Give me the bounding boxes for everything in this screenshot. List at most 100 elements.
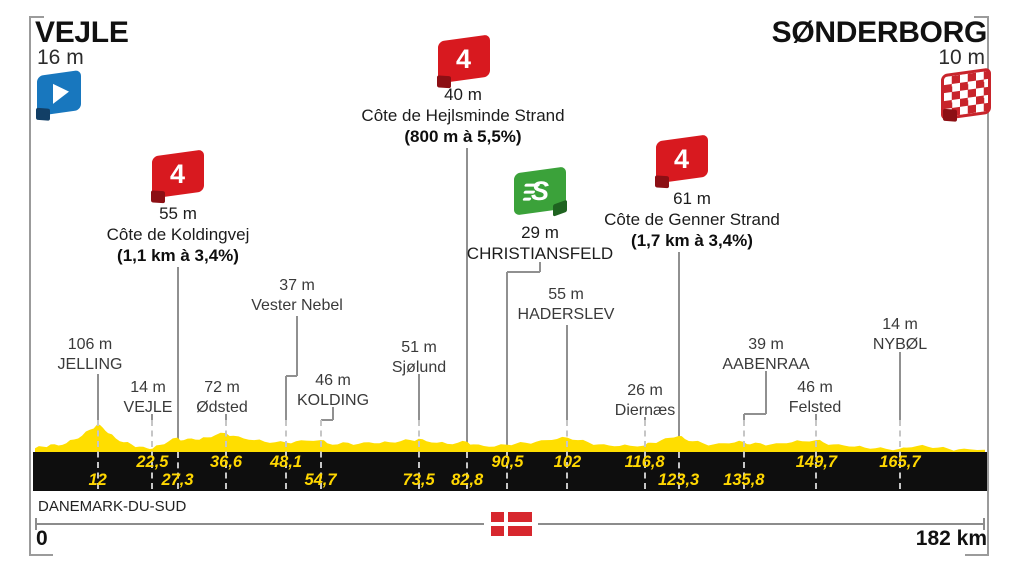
- left-axis-top-tick: [29, 16, 44, 18]
- right-axis-line: [987, 16, 989, 556]
- waypoint-tick-dashed: [151, 420, 154, 489]
- waypoint-tick-dashed: [417, 420, 420, 489]
- waypoint-tick-dashed: [898, 420, 901, 489]
- climb-detail: (1,1 km à 3,4%): [117, 246, 239, 265]
- waypoint-tick-dashed: [643, 420, 646, 489]
- waypoint-connector: [176, 267, 179, 452]
- route-end-tick: [983, 518, 985, 530]
- waypoint-name: KOLDING: [296, 392, 370, 409]
- waypoint-altitude: 72 m: [204, 379, 240, 396]
- waypoint-tick-dashed: [176, 452, 179, 489]
- climb-label: 61 m Côte de Genner Strand (1,7 km à 3,4%): [604, 188, 780, 251]
- waypoint-altitude: 55 m: [548, 286, 584, 303]
- waypoint-altitude: 40 m: [444, 85, 482, 104]
- waypoint-connector-bend: [743, 413, 766, 415]
- waypoint-connector: [566, 325, 569, 420]
- waypoint-connector-bend: [286, 375, 297, 377]
- waypoint-connector: [742, 414, 745, 420]
- waypoint-label: 39 m AABENRAA: [722, 335, 809, 375]
- waypoint-name: Ødsted: [196, 399, 248, 416]
- waypoint-tick-dashed: [566, 420, 569, 489]
- waypoint-tick-dashed: [225, 420, 228, 489]
- waypoint-connector: [898, 352, 901, 420]
- right-axis-top-tick: [974, 16, 989, 18]
- waypoint-altitude: 106 m: [67, 336, 113, 353]
- waypoint-name: VEJLE: [123, 399, 173, 416]
- waypoint-tick-dashed: [466, 452, 469, 489]
- waypoint-name: Diernæs: [614, 402, 676, 419]
- waypoint-label: 14 m NYBØL: [873, 315, 927, 355]
- waypoint-altitude: 26 m: [627, 382, 663, 399]
- waypoint-connector: [539, 262, 541, 272]
- waypoint-tick-dashed: [285, 420, 288, 489]
- waypoint-name: Côte de Genner Strand: [604, 210, 780, 229]
- route-total-km: 182 km: [915, 527, 987, 550]
- waypoint-altitude: 14 m: [130, 379, 166, 396]
- waypoint-tick-dashed: [96, 420, 99, 489]
- waypoint-name: Felsted: [788, 399, 842, 416]
- waypoint-altitude: 29 m: [521, 223, 559, 242]
- waypoint-altitude: 37 m: [279, 277, 315, 294]
- waypoint-label: 37 m Vester Nebel: [251, 276, 343, 316]
- waypoint-altitude: 46 m: [797, 379, 833, 396]
- left-axis-line: [29, 16, 31, 556]
- finish-city-altitude: 10 m: [938, 46, 985, 69]
- waypoint-connector: [677, 252, 680, 452]
- denmark-flag-block: [491, 526, 504, 536]
- waypoint-connector: [506, 272, 509, 452]
- waypoint-connector: [151, 414, 154, 420]
- waypoint-connector: [296, 316, 298, 376]
- waypoint-connector: [643, 417, 646, 420]
- waypoint-name: JELLING: [57, 356, 123, 373]
- waypoint-label: 46 m Felsted: [789, 378, 841, 418]
- waypoint-connector: [285, 376, 288, 420]
- waypoint-connector: [466, 148, 469, 452]
- waypoint-label: 26 m Diernæs: [615, 381, 675, 421]
- waypoint-tick-dashed: [742, 420, 745, 489]
- waypoint-connector-bend: [507, 271, 540, 273]
- climb-label: 55 m Côte de Koldingvej (1,1 km à 3,4%): [107, 203, 250, 266]
- waypoint-connector: [417, 374, 420, 420]
- sprint-label: 29 m CHRISTIANSFELD: [467, 222, 613, 264]
- waypoint-name: Sjølund: [391, 359, 447, 376]
- waypoint-name: NYBØL: [872, 336, 928, 353]
- left-axis-bottom-tick: [29, 554, 53, 556]
- denmark-flag-icon: [484, 505, 538, 541]
- waypoint-connector: [765, 371, 767, 414]
- waypoint-label: 106 m JELLING: [58, 335, 123, 375]
- region-label: DANEMARK-DU-SUD: [38, 498, 187, 515]
- waypoint-tick-dashed: [319, 420, 322, 489]
- start-city-altitude: 16 m: [37, 46, 84, 69]
- denmark-flag-block: [508, 512, 532, 522]
- waypoint-tick-dashed: [506, 452, 509, 489]
- waypoint-altitude: 39 m: [748, 336, 784, 353]
- waypoint-altitude: 61 m: [673, 189, 711, 208]
- waypoint-label: 72 m Ødsted: [196, 378, 248, 418]
- waypoint-altitude: 46 m: [315, 372, 351, 389]
- waypoint-connector-bend: [320, 419, 333, 421]
- waypoint-name: Vester Nebel: [251, 297, 343, 314]
- waypoint-label: 14 m VEJLE: [124, 378, 173, 418]
- route-start-km: 0: [36, 527, 48, 550]
- waypoint-label: 46 m KOLDING: [297, 371, 369, 411]
- waypoint-name: AABENRAA: [722, 356, 810, 373]
- waypoint-name: Côte de Hejlsminde Strand: [361, 106, 565, 125]
- waypoint-name: CHRISTIANSFELD: [466, 244, 614, 263]
- route-start-tick: [35, 518, 37, 530]
- climb-label: 40 m Côte de Hejlsminde Strand (800 m à 5,…: [361, 84, 564, 147]
- waypoint-altitude: 55 m: [159, 204, 197, 223]
- climb-detail: (1,7 km à 3,4%): [631, 231, 753, 250]
- start-city-name: VEJLE: [35, 16, 129, 49]
- denmark-flag-block: [508, 526, 532, 536]
- waypoint-connector: [332, 407, 334, 420]
- climb-detail: (800 m à 5,5%): [404, 127, 522, 146]
- waypoint-connector: [225, 414, 228, 420]
- right-axis-bottom-tick: [965, 554, 989, 556]
- waypoint-altitude: 14 m: [882, 316, 918, 333]
- waypoint-name: Côte de Koldingvej: [106, 225, 250, 244]
- waypoint-connector: [815, 414, 818, 420]
- finish-city-name: SØNDERBORG: [771, 16, 988, 49]
